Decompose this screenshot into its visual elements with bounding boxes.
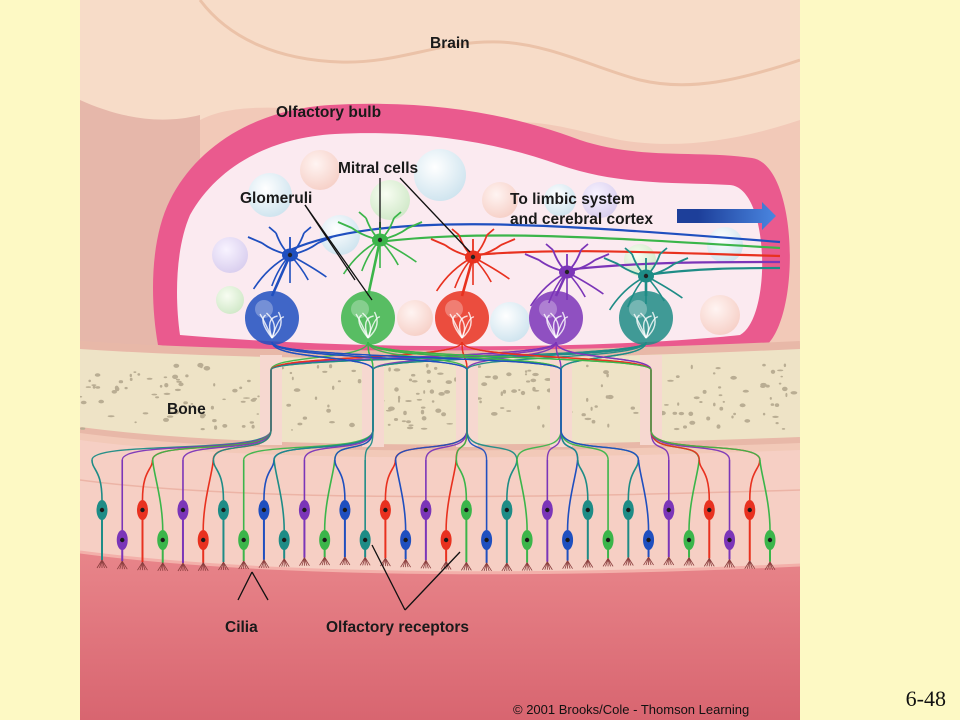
- olfactory-receptor: [394, 459, 412, 568]
- olfactory-receptor: [724, 460, 736, 568]
- olfactory-receptor: [541, 460, 553, 570]
- olfactory-receptor: [602, 460, 614, 567]
- label-brain: Brain: [430, 35, 470, 52]
- olfactory-receptor: [298, 460, 310, 566]
- nasal-mucosa: [80, 552, 800, 720]
- olfactory-receptor: [637, 459, 655, 566]
- olfactory-receptor: [420, 460, 432, 569]
- label-mitral-cells: Mitral cells: [338, 160, 418, 177]
- olfactory-diagram-svg: Brain Olfactory bulb Mitral cells Glomer…: [80, 0, 800, 720]
- olfactory-receptor: [359, 460, 371, 566]
- glomerulus: [529, 291, 583, 345]
- olfactory-receptors: [91, 459, 776, 572]
- mitral-cell: [603, 247, 689, 311]
- to-limbic-arrow: [698, 202, 776, 230]
- olfactory-receptor: [440, 459, 457, 570]
- mucosa-surface: [80, 550, 800, 575]
- olfactory-receptor: [698, 459, 715, 567]
- olfactory-receptor: [455, 459, 472, 571]
- olfactory-receptor: [258, 459, 275, 569]
- olfactory-epithelium: [80, 440, 800, 578]
- olfactory-receptor: [177, 460, 189, 572]
- brain-fold: [198, 0, 800, 87]
- olfactory-receptor: [116, 460, 128, 570]
- olfactory-receptor: [197, 459, 215, 571]
- olfactory-receptor: [319, 459, 336, 566]
- mitral-cell: [337, 211, 423, 297]
- label-olfactory-receptors: Olfactory receptors: [326, 619, 469, 636]
- glomerulus: [619, 291, 673, 345]
- olfactory-receptor: [334, 459, 351, 566]
- receptor-axons: [91, 341, 761, 461]
- olfactory-diagram: Brain Olfactory bulb Mitral cells Glomer…: [80, 0, 800, 720]
- label-to-limbic-1: To limbic system: [510, 191, 635, 208]
- olfactory-receptor: [683, 459, 700, 566]
- arrow-tail: [677, 209, 699, 223]
- mitral-cell: [430, 228, 516, 297]
- olfactory-receptor: [663, 460, 675, 566]
- olfactory-receptor: [151, 459, 169, 572]
- glomerulus: [435, 291, 489, 345]
- pointer-lines: [237, 177, 471, 611]
- bone-top-edge: [80, 341, 800, 359]
- olfactory-receptor: [481, 460, 493, 572]
- olfactory-receptor: [238, 460, 250, 570]
- label-glomeruli: Glomeruli: [240, 190, 312, 207]
- copyright-notice: © 2001 Brooks/Cole - Thomson Learning: [513, 702, 749, 717]
- label-to-limbic-2: and cerebral cortex: [510, 211, 653, 228]
- olfactory-receptor: [577, 459, 594, 568]
- glomeruli-group: [245, 211, 689, 345]
- brain-tissue: [80, 0, 800, 150]
- label-cilia: Cilia: [225, 619, 258, 636]
- olfactory-receptor: [562, 459, 579, 569]
- label-olfactory-bulb: Olfactory bulb: [276, 104, 381, 121]
- glomerulus: [245, 291, 299, 345]
- olfactory-receptor: [516, 459, 533, 571]
- olfactory-receptor: [273, 459, 290, 567]
- mitral-cell: [524, 243, 610, 307]
- olfactory-receptor: [91, 459, 108, 569]
- olfactory-receptor: [212, 459, 229, 571]
- label-bone: Bone: [167, 401, 206, 418]
- slide-number: 6-48: [905, 686, 946, 711]
- olfactory-receptor: [759, 459, 776, 570]
- olfactory-receptor: [501, 459, 518, 572]
- mitral-cell: [247, 226, 333, 297]
- glomerulus: [341, 291, 395, 345]
